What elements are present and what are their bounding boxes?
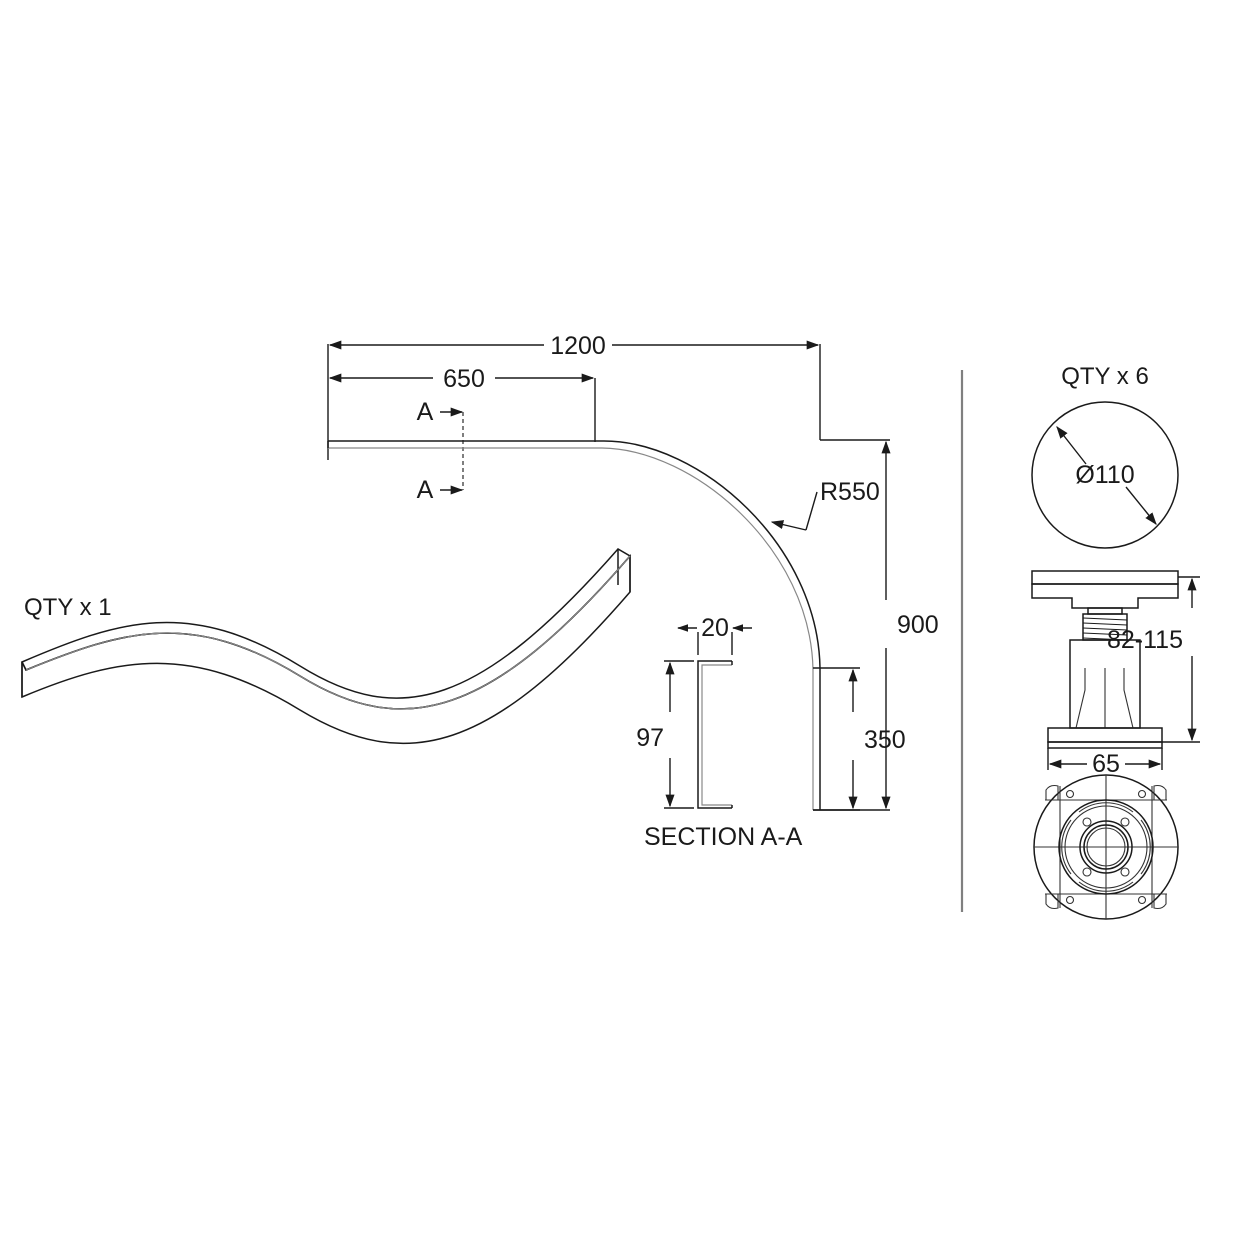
pedestal-bottom-view bbox=[1033, 774, 1179, 920]
radius-r550-text: R550 bbox=[820, 478, 880, 506]
curved-skirting-plan-outline bbox=[327, 440, 821, 811]
pedestal-top-circle-view: QTY x 6 Ø110 bbox=[1031, 363, 1179, 549]
dimension-650: 650 bbox=[328, 365, 596, 442]
dimension-20-text: 20 bbox=[701, 614, 729, 642]
pedestal-height-range-text: 82-115 bbox=[1107, 626, 1183, 654]
dimension-900-text: 900 bbox=[897, 611, 939, 639]
section-mark-a-top: A bbox=[417, 398, 434, 426]
pedestal-diameter-text: Ø110 bbox=[1075, 461, 1134, 489]
radius-leader-r550: R550 bbox=[770, 478, 880, 531]
section-aa-title: SECTION A-A bbox=[644, 823, 803, 851]
pedestal-thread-detail bbox=[1082, 617, 1128, 641]
pedestal-base-width-text: 65 bbox=[1092, 750, 1120, 778]
dimension-1200: 1200 bbox=[327, 332, 821, 460]
section-mark-a-bottom: A bbox=[417, 476, 434, 504]
pedestal-column-ribs bbox=[1075, 668, 1134, 729]
dimension-650-text: 650 bbox=[443, 365, 485, 393]
dimension-97-text: 97 bbox=[636, 724, 664, 752]
curved-skirting-isometric-view: QTY x 1 bbox=[20, 548, 632, 745]
dimension-900: 900 bbox=[820, 439, 939, 811]
dimension-350: 350 bbox=[813, 667, 906, 811]
pedestal-side-elevation: 82-115 65 bbox=[1031, 570, 1200, 778]
iso-qty-label: QTY x 1 bbox=[24, 594, 112, 621]
section-aa-profile: 20 97 SECTION A-A bbox=[636, 614, 802, 851]
pedestal-corner-brackets bbox=[1045, 784, 1167, 910]
dimension-350-text: 350 bbox=[864, 726, 906, 754]
dimension-1200-text: 1200 bbox=[550, 332, 606, 360]
pedestal-hub-spokes bbox=[1061, 802, 1151, 892]
pedestal-qty-label: QTY x 6 bbox=[1061, 363, 1149, 390]
section-cut-line-aa: A A bbox=[417, 398, 464, 504]
